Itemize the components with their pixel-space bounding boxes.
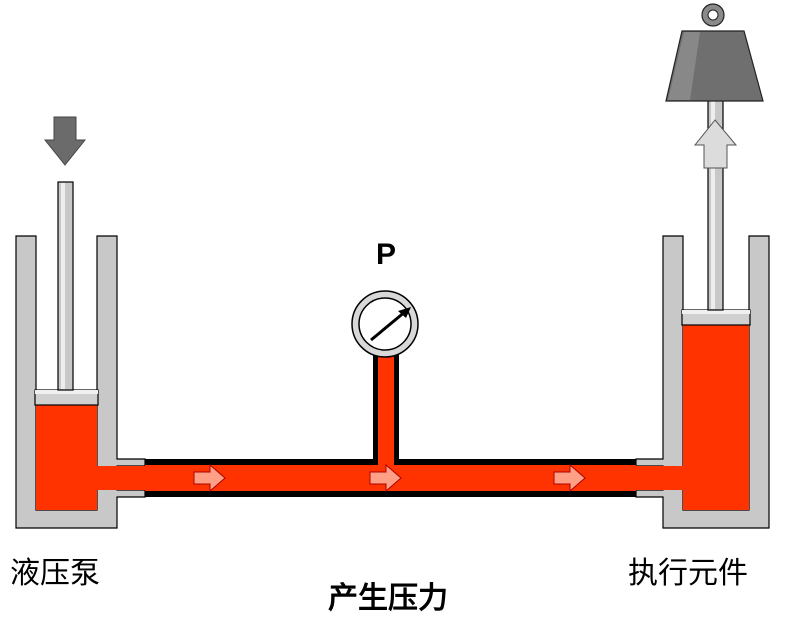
actuator-label: 执行元件 — [628, 556, 748, 591]
flow-direction-icon — [193, 463, 226, 493]
down-arrow-icon — [43, 116, 87, 166]
actuator-fluid — [683, 325, 749, 510]
up-arrow-icon — [693, 119, 738, 169]
pump-outlet-fluid — [97, 466, 147, 490]
gauge-label: P — [376, 238, 397, 271]
pressure-gauge-icon — [351, 290, 419, 358]
gauge-branch — [373, 355, 399, 467]
flow-arrows — [193, 463, 586, 493]
actuator-cylinder — [633, 3, 770, 529]
pump-rod — [57, 181, 74, 391]
weight-icon — [665, 3, 764, 102]
flow-direction-icon — [369, 463, 402, 493]
pressure-caption: 产生压力 — [328, 581, 448, 616]
pump-label: 液压泵 — [10, 556, 100, 591]
pump-fluid — [36, 404, 97, 510]
flow-direction-icon — [553, 463, 586, 493]
pump-cylinder — [15, 116, 147, 529]
actuator-inlet-fluid — [633, 466, 683, 490]
gauge-branch-fluid — [378, 355, 394, 467]
